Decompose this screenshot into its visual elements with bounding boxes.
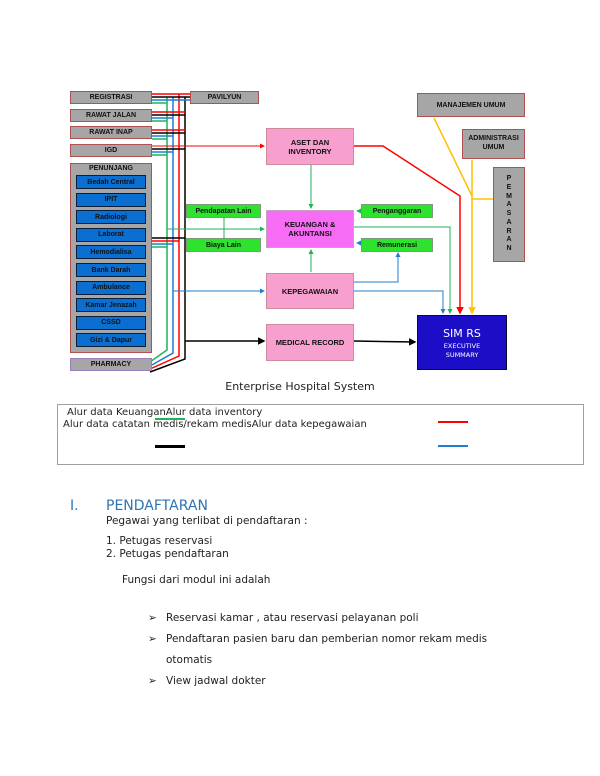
legend-line1: Alur data KeuanganAlur data inventory: [67, 407, 263, 418]
rawat-jalan-box: RAWAT JALAN: [70, 109, 152, 122]
keuangan-label: KEUANGAN & AKUNTANSI: [284, 220, 336, 238]
penunjang-item-label: Bank Darah: [91, 266, 131, 274]
administrasi-umum-box: ADMINISTRASI UMUM: [462, 129, 525, 159]
pemasaran-letter: A: [506, 201, 512, 209]
penunjang-item-label: Kamar Jenazah: [85, 301, 137, 309]
staff-item-1: 1. Petugas reservasi: [106, 535, 213, 547]
pemasaran-letter: P: [506, 175, 512, 183]
kepegawaian-label: KEPEGAWAIAN: [281, 286, 339, 296]
section-intro: Pegawai yang terlibat di pendaftaran :: [106, 515, 308, 527]
rawat-inap-label: RAWAT INAP: [89, 129, 133, 136]
pavilyun-label: PAVILYUN: [207, 94, 242, 101]
legend-swatch-keuangan: [155, 418, 185, 420]
medical-record-label: MEDICAL RECORD: [275, 338, 345, 347]
administrasi-umum-label: ADMINISTRASI UMUM: [468, 135, 519, 151]
staff-item-2: 2. Petugas pendaftaran: [106, 548, 229, 560]
penunjang-item-label: Radiologi: [95, 213, 127, 221]
penunjang-item: Laborat: [76, 227, 146, 242]
penunjang-item: Gizi & Dapur: [76, 333, 146, 348]
diagram-connectors: [149, 93, 493, 373]
pemasaran-letter: E: [506, 183, 512, 191]
bullet-icon: ➢: [148, 633, 157, 645]
igd-label: IGD: [104, 147, 118, 154]
sim-rs-line2: SUMMARY: [445, 350, 479, 359]
remunerasi-box: Remunerasi: [361, 238, 433, 252]
section-title: PENDAFTARAN: [106, 498, 208, 514]
remunerasi-label: Remunerasi: [376, 241, 418, 249]
pavilyun-box: PAVILYUN: [190, 91, 259, 104]
penunjang-item: Bedah Central: [76, 175, 146, 189]
penganggaran-box: Penganggaran: [361, 204, 433, 218]
manajemen-umum-box: MANAJEMEN UMUM: [417, 93, 525, 117]
penunjang-item: Radiologi: [76, 210, 146, 225]
penunjang-item: CSSD: [76, 315, 146, 330]
function-item-2: Pendaftaran pasien baru dan pemberian no…: [166, 633, 488, 645]
biaya-lain-box: Biaya Lain: [186, 238, 261, 252]
penunjang-item-label: Bedah Central: [87, 178, 135, 186]
pendapatan-lain-box: Pendapatan Lain: [186, 204, 261, 218]
pemasaran-letter: M: [506, 192, 512, 200]
medical-record-box: MEDICAL RECORD: [266, 324, 354, 361]
kepegawaian-box: KEPEGAWAIAN: [266, 273, 354, 309]
rawat-inap-box: RAWAT INAP: [70, 126, 152, 139]
penunjang-item: Bank Darah: [76, 263, 146, 277]
aset-inventory-box: ASET DAN INVENTORY: [266, 128, 354, 165]
legend-swatch-inventory: [438, 421, 468, 423]
pendapatan-lain-label: Pendapatan Lain: [195, 207, 252, 215]
penunjang-item: Hemodialisa: [76, 245, 146, 260]
legend-line2: Alur data catatan medis/rekam medisAlur …: [63, 419, 367, 430]
registrasi-box: REGISTRASI: [70, 91, 152, 104]
penunjang-title: PENUNJANG: [89, 165, 133, 172]
pharmacy-label: PHARMACY: [90, 361, 132, 368]
sim-rs-line1: EXECUTIVE: [443, 341, 481, 350]
pemasaran-letter: N: [506, 245, 512, 253]
rawat-jalan-label: RAWAT JALAN: [85, 112, 137, 119]
pemasaran-letter: S: [506, 210, 512, 218]
pemasaran-letter: R: [506, 227, 512, 235]
function-item-2-cont: otomatis: [166, 654, 213, 666]
legend-swatch-rekam-medis: [155, 445, 185, 448]
sim-rs-box: SIM RS EXECUTIVE SUMMARY: [417, 315, 507, 370]
penunjang-item: IPIT: [76, 192, 146, 207]
penunjang-item-label: Hemodialisa: [90, 248, 132, 256]
pemasaran-letter: A: [506, 218, 512, 226]
figure-caption: Enterprise Hospital System: [225, 380, 375, 393]
legend-swatch-kepegawaian: [438, 445, 468, 447]
penunjang-item-label: Laborat: [98, 231, 124, 239]
sim-rs-title: SIM RS: [443, 326, 481, 340]
penunjang-item-label: Ambulance: [92, 284, 130, 292]
penunjang-item-label: CSSD: [101, 319, 121, 327]
function-item-1: Reservasi kamar , atau reservasi pelayan…: [166, 612, 419, 624]
penunjang-item: Kamar Jenazah: [76, 298, 146, 313]
bullet-icon: ➢: [148, 612, 157, 624]
penunjang-item-label: IPIT: [104, 196, 118, 204]
biaya-lain-label: Biaya Lain: [205, 241, 241, 249]
manajemen-umum-label: MANAJEMEN UMUM: [436, 101, 506, 109]
pharmacy-box: PHARMACY: [70, 358, 152, 371]
pemasaran-letter: A: [506, 236, 512, 244]
aset-inventory-label: ASET DAN INVENTORY: [288, 137, 332, 156]
penunjang-item: Ambulance: [76, 280, 146, 295]
bullet-icon: ➢: [148, 675, 157, 687]
penganggaran-label: Penganggaran: [372, 207, 422, 215]
function-item-3: View jadwal dokter: [166, 675, 266, 687]
igd-box: IGD: [70, 144, 152, 157]
penunjang-item-label: Gizi & Dapur: [89, 336, 132, 344]
keuangan-box: KEUANGAN & AKUNTANSI: [266, 210, 354, 248]
section-number: I.: [70, 498, 79, 514]
legend-box: [57, 404, 584, 465]
function-intro: Fungsi dari modul ini adalah: [122, 574, 271, 586]
registrasi-label: REGISTRASI: [89, 94, 133, 101]
